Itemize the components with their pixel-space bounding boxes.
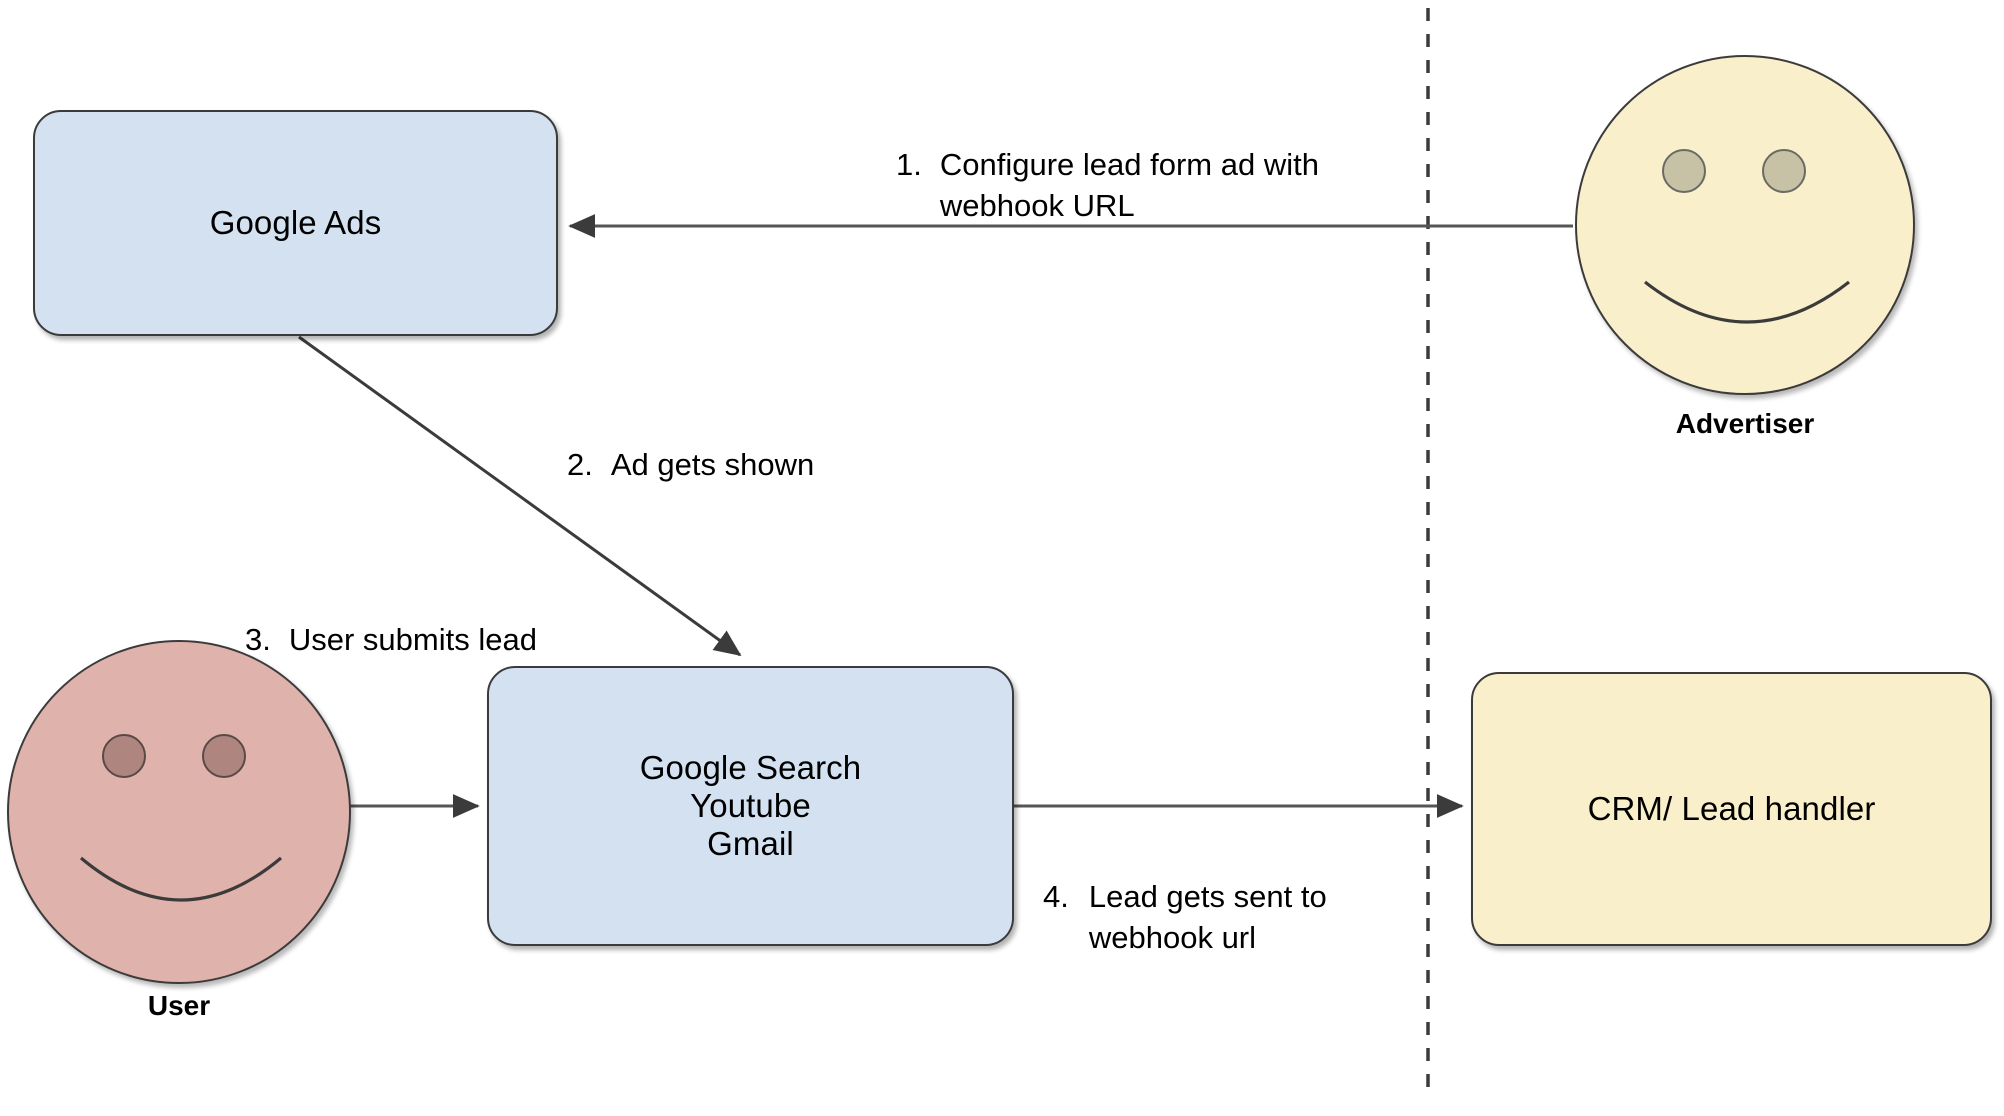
node-crm-lead-handler-label: CRM/ Lead handler	[1587, 789, 1876, 827]
advertiser-face-icon[interactable]	[1575, 55, 1915, 395]
edge-label-step-3: 3. User submits lead	[245, 580, 645, 661]
user-label: User	[147, 990, 211, 1021]
edge-label-step-3-text: User submits lead	[288, 622, 537, 658]
user-left-eye-icon	[102, 734, 146, 778]
edge-label-step-4: 4. Lead gets sent to webhook url	[1043, 837, 1443, 958]
edge-label-step-2: 2. Ad gets shown	[567, 405, 987, 486]
edge-label-step-1-number: 1.	[896, 147, 922, 183]
node-google-ads-label: Google Ads	[209, 203, 382, 241]
advertiser-left-eye-icon	[1662, 149, 1706, 193]
user-right-eye-icon	[202, 734, 246, 778]
edge-label-step-1-text: Configure lead form ad with webhook URL	[939, 147, 1319, 223]
edge-label-step-4-number: 4.	[1043, 879, 1069, 915]
node-crm-lead-handler[interactable]: CRM/ Lead handler	[1471, 672, 1992, 946]
node-google-properties-label: Google Search Youtube Gmail	[639, 748, 862, 863]
user-face-icon[interactable]	[7, 640, 351, 984]
edge-label-step-2-number: 2.	[567, 447, 593, 483]
edge-label-step-4-text: Lead gets sent to webhook url	[1088, 879, 1327, 955]
edge-label-step-1: 1. Configure lead form ad with webhook UR…	[896, 105, 1416, 226]
advertiser-right-eye-icon	[1762, 149, 1806, 193]
edge-label-step-3-number: 3.	[245, 622, 271, 658]
advertiser-smile-icon	[1644, 280, 1850, 324]
node-google-ads[interactable]: Google Ads	[33, 110, 558, 336]
user-smile-icon	[79, 856, 283, 902]
node-google-properties[interactable]: Google Search Youtube Gmail	[487, 666, 1014, 946]
edge-label-step-2-text: Ad gets shown	[610, 447, 815, 483]
advertiser-label: Advertiser	[1675, 408, 1815, 439]
